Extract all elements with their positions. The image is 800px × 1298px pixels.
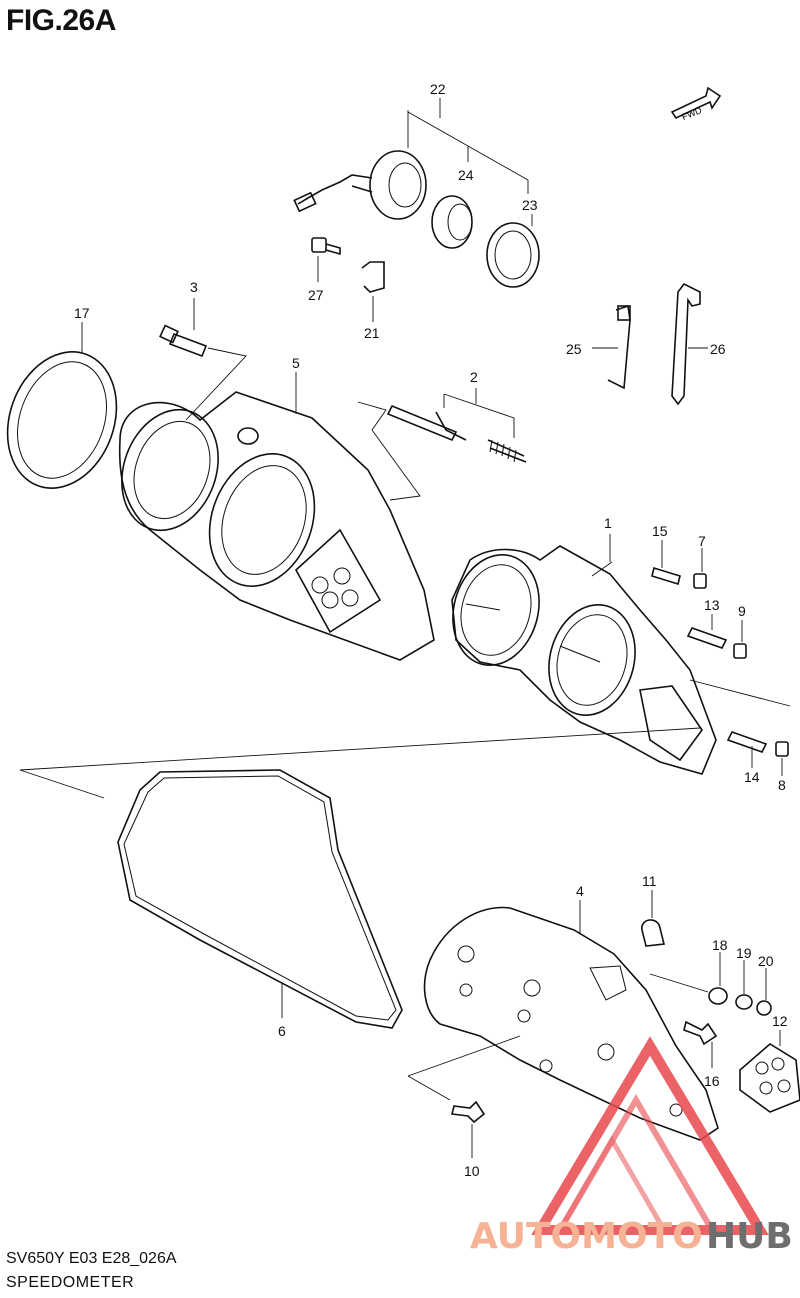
callout-2: 2 (470, 369, 478, 385)
part-2-pin-spring (386, 404, 527, 463)
part-18-washer (708, 987, 728, 1005)
part-22-bulb-socket (293, 150, 427, 220)
part-11-grommet (641, 919, 665, 947)
part-7-socket (693, 573, 707, 589)
part-12-rubber-cover (739, 1043, 800, 1113)
warning-triangle-icon (531, 1036, 769, 1235)
part-19-washer (735, 994, 753, 1010)
callout-26: 26 (710, 341, 726, 357)
callout-19: 19 (736, 945, 752, 961)
callout-15: 15 (652, 523, 668, 539)
part-25-wire-clip (607, 304, 631, 390)
callout-18: 18 (712, 937, 728, 953)
part-1-meter-assembly (451, 545, 717, 775)
callout-6: 6 (278, 1023, 286, 1039)
part-6-gasket (117, 769, 403, 1029)
part-9-socket (733, 643, 747, 659)
callout-5: 5 (292, 355, 300, 371)
watermark-text-right: HUB (706, 1216, 793, 1257)
part-21-clip (361, 261, 385, 293)
callout-11: 11 (642, 873, 657, 889)
callout-23: 23 (522, 197, 538, 213)
part-26-lamp-harness (671, 282, 701, 406)
callout-20: 20 (758, 953, 774, 969)
watermark-text-left: AUTOMOTO (470, 1216, 703, 1257)
callout-13: 13 (704, 597, 720, 613)
callout-22: 22 (430, 81, 446, 97)
part-4-lower-case (423, 906, 719, 1141)
callout-9: 9 (738, 603, 746, 619)
callout-14: 14 (744, 769, 760, 785)
watermark-logo: AUTOMOTO HUB (470, 1036, 793, 1257)
part-8-socket (775, 741, 789, 757)
callout-12: 12 (772, 1013, 788, 1029)
part-24-cap (431, 195, 473, 249)
callout-17: 17 (74, 305, 90, 321)
part-20-nut (756, 1000, 772, 1016)
fwd-label: FWD (680, 105, 703, 122)
part-13-bulb (686, 627, 728, 649)
callout-27: 27 (308, 287, 324, 303)
callout-3: 3 (190, 279, 198, 295)
forward-direction-arrow-icon: FWD (670, 86, 722, 122)
model-code: SV650Y E03 E28_026A (6, 1250, 177, 1267)
callout-4: 4 (576, 883, 584, 899)
callout-16: 16 (704, 1073, 720, 1089)
part-5-meter-cover (118, 391, 435, 661)
part-16-screw (683, 1020, 718, 1046)
section-name: SPEEDOMETER (6, 1274, 135, 1291)
callout-8: 8 (778, 777, 786, 793)
part-27-screw (311, 237, 341, 256)
callout-21: 21 (364, 325, 380, 341)
part-17-bezel-ring (6, 351, 118, 489)
part-10-screw (451, 1100, 486, 1124)
callout-10: 10 (464, 1163, 480, 1179)
part-15-bulb (651, 566, 681, 586)
callout-7: 7 (698, 533, 706, 549)
callout-labels: 1 2 3 4 5 6 7 8 9 10 11 12 13 14 15 16 1… (74, 81, 788, 1179)
part-14-bulb (726, 731, 768, 753)
part-3-bolt (159, 324, 208, 358)
callout-25: 25 (566, 341, 582, 357)
callout-1: 1 (604, 515, 612, 531)
part-23-ring-seal (486, 222, 540, 288)
callout-24: 24 (458, 167, 474, 183)
figure-title: FIG.26A (6, 4, 116, 37)
